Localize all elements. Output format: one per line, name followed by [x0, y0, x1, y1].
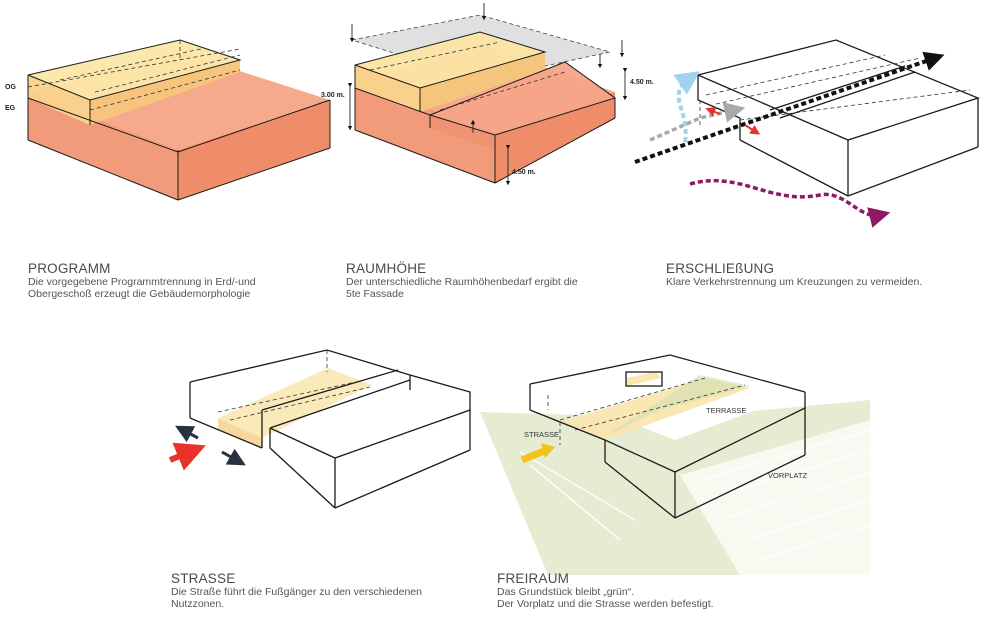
- caption-line: Nutzzonen.: [171, 598, 225, 610]
- og-label: OG: [5, 84, 16, 91]
- erschliessung-diagram: [634, 39, 980, 228]
- caption-line: Die vorgegebene Programmtrennung in Erd/…: [28, 276, 256, 288]
- caption-strasse: STRASSE Die Straße führt die Fußgänger z…: [171, 571, 481, 610]
- strasse-label: STRASSE: [524, 430, 560, 439]
- caption-line: Klare Verkehrstrennung um Kreuzungen zu …: [666, 276, 923, 288]
- height-450-bottom-label: 4.50 m.: [512, 169, 536, 176]
- strasse-diagram: [168, 349, 471, 509]
- caption-erschliessung: ERSCHLIEßUNG Klare Verkehrstrennung um K…: [666, 261, 986, 288]
- caption-line: 5te Fassade: [346, 288, 404, 300]
- height-300-label: 3.00 m.: [321, 92, 345, 99]
- caption-line: Der unterschiedliche Raumhöhenbedarf erg…: [346, 276, 578, 288]
- caption-raumhoehe: RAUMHÖHE Der unterschiedliche Raumhöhenb…: [346, 261, 646, 300]
- raumhoehe-diagram: [347, 3, 628, 186]
- vorplatz-label: VORPLATZ: [768, 471, 808, 480]
- caption-title: ERSCHLIEßUNG: [666, 261, 775, 276]
- caption-title: PROGRAMM: [28, 261, 111, 276]
- caption-title: RAUMHÖHE: [346, 261, 427, 276]
- caption-title: STRASSE: [171, 571, 236, 586]
- caption-line: Obergeschoß erzeugt die Gebäudemorpholog…: [28, 288, 251, 300]
- eg-label: EG: [5, 105, 16, 112]
- caption-line: Das Grundstück bleibt „grün“.: [497, 586, 635, 598]
- caption-line: Die Straße führt die Fußgänger zu den ve…: [171, 586, 422, 598]
- freiraum-diagram: [480, 354, 871, 575]
- programm-diagram: [27, 39, 331, 201]
- caption-programm: PROGRAMM Die vorgegebene Programmtrennun…: [28, 261, 328, 300]
- caption-freiraum: FREIRAUM Das Grundstück bleibt „grün“. D…: [497, 571, 817, 610]
- terrasse-label: TERRASSE: [706, 406, 747, 415]
- height-450-top-label: 4.50 m.: [630, 79, 654, 86]
- caption-title: FREIRAUM: [497, 571, 570, 586]
- caption-line: Der Vorplatz und die Strasse werden befe…: [497, 598, 714, 610]
